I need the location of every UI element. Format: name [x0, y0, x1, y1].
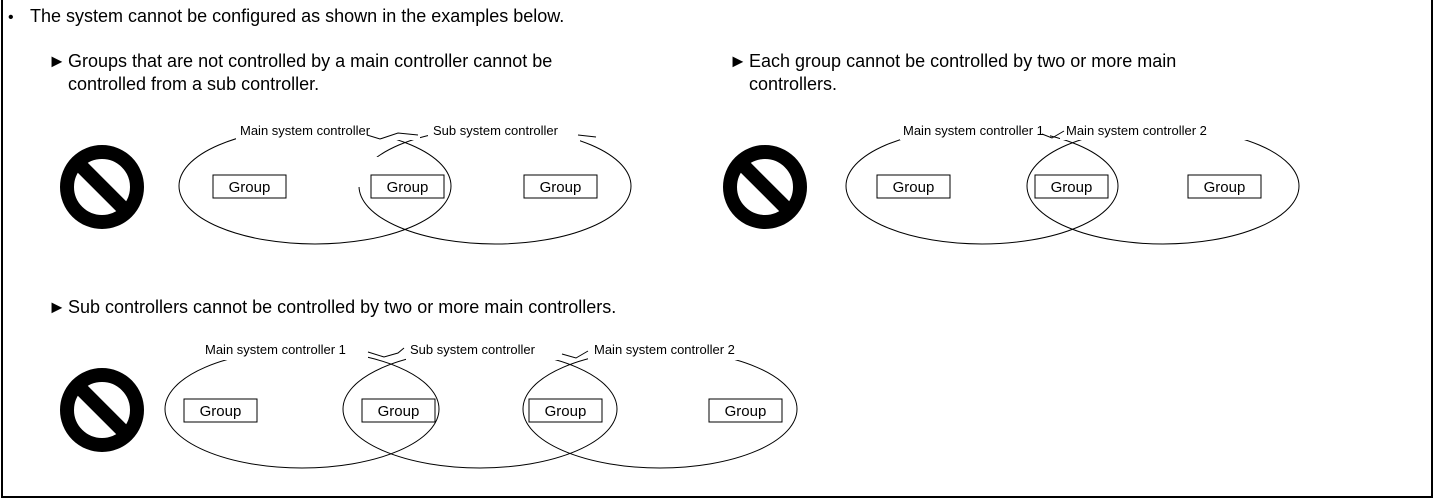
main-system-controller-2-label: Main system controller 2 [594, 342, 735, 357]
diagram-3: Group Group Group Group Main system cont… [67, 340, 798, 469]
leader-line [366, 132, 419, 140]
group-box [183, 398, 258, 423]
main-system-controller-label: Main system controller [240, 123, 371, 138]
intro-text: The system cannot be configured as shown… [30, 6, 565, 26]
prohibited-icon [730, 152, 800, 222]
group-label: Group [1051, 179, 1093, 196]
leader-line [561, 350, 589, 359]
group-label: Group [725, 403, 767, 420]
leader-line [577, 134, 597, 138]
group-box [361, 398, 436, 423]
label-mask [900, 120, 1050, 140]
diagram-2: Group Group Group Main system controller… [730, 120, 1300, 245]
group-label: Group [229, 179, 271, 196]
group-label: Group [893, 179, 935, 196]
label-mask [428, 120, 580, 140]
diagram-1: Group Group Group Main system controller… [67, 116, 632, 245]
group-box [708, 398, 783, 423]
group-label: Group [200, 403, 242, 420]
group-label: Group [1204, 179, 1246, 196]
example-2-line-2: controllers. [749, 74, 838, 94]
group-box [212, 174, 287, 199]
group-box [523, 174, 598, 199]
example-1-line-2: controlled from a sub controller. [68, 74, 320, 94]
example-3-marker: ► [48, 297, 66, 317]
group-box [1034, 174, 1109, 199]
label-mask [1060, 120, 1250, 140]
example-2-marker: ► [729, 51, 747, 71]
group-label: Group [540, 179, 582, 196]
group-box [1187, 174, 1262, 199]
prohibited-icon [67, 152, 137, 222]
group-label: Group [545, 403, 587, 420]
leader-line [367, 347, 405, 358]
main-system-controller-1-label: Main system controller 1 [903, 123, 1044, 138]
main-system-controller-1-label: Main system controller 1 [205, 342, 346, 357]
label-mask [406, 340, 562, 360]
group-box [528, 398, 603, 423]
group-box [876, 174, 951, 199]
example-1-line-1: Groups that are not controlled by a main… [68, 51, 553, 71]
sub-system-controller-label: Sub system controller [410, 342, 536, 357]
label-mask [238, 157, 390, 187]
group-label: Group [387, 179, 429, 196]
prohibited-icon [67, 375, 137, 445]
example-3-text: Sub controllers cannot be controlled by … [68, 297, 617, 317]
main-system-controller-2-label: Main system controller 2 [1066, 123, 1207, 138]
sub-system-controller-label: Sub system controller [433, 123, 559, 138]
example-2-line-1: Each group cannot be controlled by two o… [749, 51, 1177, 71]
leader-line [1041, 130, 1065, 139]
label-mask [236, 120, 420, 140]
intro-bullet: • [8, 9, 14, 26]
group-label: Group [378, 403, 420, 420]
label-mask [588, 340, 764, 360]
label-mask [200, 340, 368, 360]
example-1-marker: ► [48, 51, 66, 71]
group-box [370, 174, 445, 199]
